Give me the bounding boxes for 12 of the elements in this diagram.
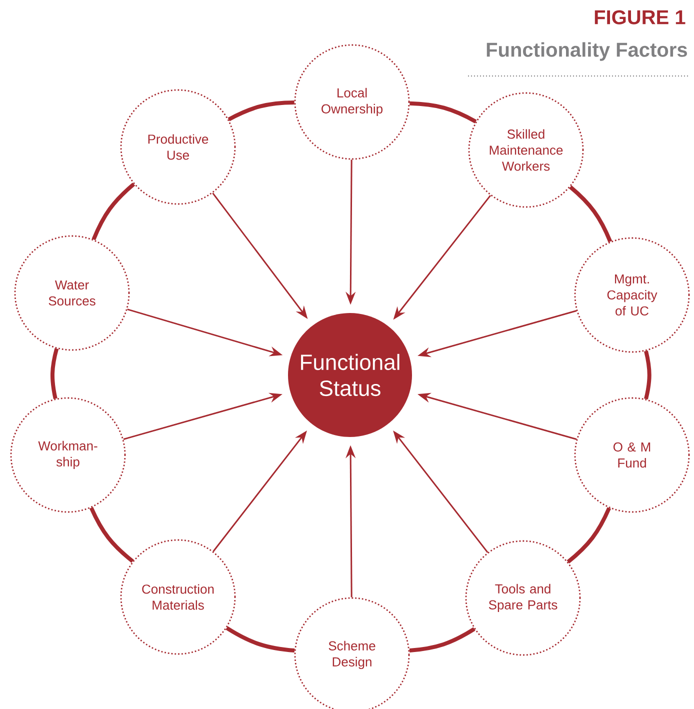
ring-arc (644, 350, 652, 400)
ring-arc (566, 507, 611, 564)
ring-arc (50, 348, 59, 400)
ring-arc (92, 182, 136, 240)
ring-arc (228, 100, 294, 122)
ring-arc (410, 101, 477, 124)
ring-arc (569, 185, 612, 242)
ring-arc (89, 506, 134, 563)
ring-arc (409, 627, 476, 653)
ring-arc (226, 626, 295, 653)
figure-number: FIGURE 1 (594, 10, 686, 24)
figure-title: Functionality Factors (486, 42, 687, 61)
